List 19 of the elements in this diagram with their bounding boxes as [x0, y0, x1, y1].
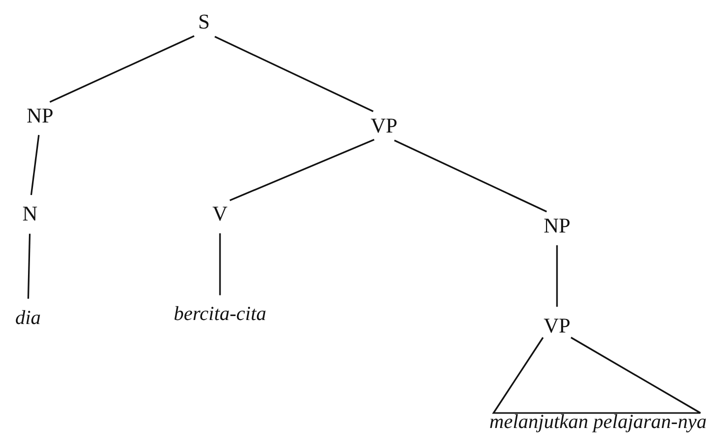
category-label: NP [542, 214, 572, 238]
word-label: melanjutkan pelajaran-nya [487, 411, 709, 433]
branch-line [230, 138, 374, 202]
branch-line [30, 134, 40, 196]
branch-line [27, 234, 31, 299]
branch-line [50, 35, 194, 103]
branch-line [394, 140, 547, 212]
category-label: S [196, 10, 212, 34]
category-label: NP [24, 104, 56, 128]
branch-line [219, 233, 221, 296]
category-label: VP [542, 314, 572, 338]
branch-line [214, 36, 374, 112]
branch-line [492, 336, 702, 414]
word-label: bercita-cita [172, 303, 268, 325]
category-label: N [20, 202, 40, 226]
category-label: V [210, 202, 230, 226]
branch-line [556, 245, 558, 307]
word-label: dia [13, 307, 43, 329]
category-label: VP [368, 114, 400, 138]
